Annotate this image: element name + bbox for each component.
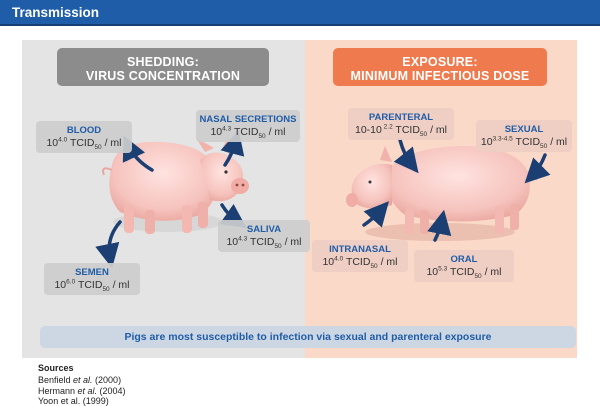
dose-exponent: 4.0 <box>58 136 68 144</box>
dose-unit: TCID <box>77 279 103 291</box>
label-title: SEXUAL <box>504 124 544 135</box>
dose-base: 10 <box>322 256 335 268</box>
dose-base: 10 <box>226 236 239 248</box>
label-nasal-secretions: NASAL SECRETIONS 104.3 TCID50 / ml <box>196 110 300 142</box>
label-blood: BLOOD 104.0 TCID50 / ml <box>36 121 132 153</box>
source-item: Yoon et al. (1999) <box>38 396 109 406</box>
dose-exponent: 5.3 <box>438 265 448 273</box>
exposure-title-line1: EXPOSURE: <box>402 55 478 69</box>
source-item: Hermann et al. (2004) <box>38 386 126 396</box>
source-etal: et al. <box>73 375 93 385</box>
sources-title: Sources <box>38 363 74 373</box>
label-title: PARENTERAL <box>368 112 434 123</box>
source-author: Hermann <box>38 386 78 396</box>
source-year: (2000) <box>92 375 122 385</box>
dose-base: 10 <box>210 126 223 138</box>
label-title: INTRANASAL <box>329 244 391 255</box>
label-saliva: SALIVA 104.3 TCID50 / ml <box>218 220 310 252</box>
curved-arrow-icon <box>95 220 122 269</box>
shedding-header: SHEDDING: VIRUS CONCENTRATION <box>57 48 269 86</box>
source-etal: et al. <box>77 386 98 396</box>
summary-banner: Pigs are most susceptible to infection v… <box>40 326 576 348</box>
dose-per-ml: / ml <box>265 126 286 138</box>
dose-unit: TCID <box>449 266 475 278</box>
dose-base: 10 <box>426 266 439 278</box>
exposure-header: EXPOSURE: MINIMUM INFECTIOUS DOSE <box>333 48 547 86</box>
dose-exponent: 2.2 <box>381 123 393 131</box>
dose-sub: 50 <box>474 273 482 281</box>
source-item: Benfield et al. (2000) <box>38 375 121 385</box>
dose-unit: TCID <box>345 256 371 268</box>
label-oral: ORAL 105.3 TCID50 / ml <box>414 250 514 282</box>
source-author: Benfield <box>38 375 74 385</box>
curved-arrow-icon <box>220 129 245 167</box>
dose-per-ml: / ml <box>481 266 502 278</box>
dose-sub: 50 <box>540 143 548 151</box>
curved-arrow-icon <box>362 201 389 228</box>
source-year: (2004) <box>97 386 126 396</box>
dose-unit: TCID <box>249 236 275 248</box>
dose-per-ml: / ml <box>427 124 447 136</box>
dose-per-ml: / ml <box>101 137 122 149</box>
label-title: SEMEN <box>75 267 109 278</box>
dose-unit: TCID <box>233 126 259 138</box>
dose-exponent: 3.3-4.5 <box>492 135 513 143</box>
dose-per-ml: / ml <box>281 236 302 248</box>
dose-exponent: 4.3 <box>238 235 248 243</box>
source-author: Yoon et al. (1999) <box>38 396 109 406</box>
label-semen: SEMEN 106.0 TCID50 / ml <box>44 263 140 295</box>
dose-per-ml: / ml <box>547 136 568 148</box>
dose-unit: TCID <box>515 136 541 148</box>
dose-sub: 50 <box>370 263 378 271</box>
label-title: ORAL <box>450 254 478 265</box>
pig-standing-image <box>102 136 249 234</box>
shedding-title-line1: SHEDDING: <box>127 55 199 69</box>
dose-sub: 50 <box>419 131 428 139</box>
dose-sub: 50 <box>258 133 266 141</box>
dose-sub: 50 <box>274 243 282 251</box>
label-title: BLOOD <box>66 125 102 136</box>
dose-base: 10-10 <box>354 124 382 136</box>
dose-exponent: 4.0 <box>334 255 344 263</box>
curved-arrow-icon <box>524 153 551 184</box>
dose-unit: TCID <box>69 137 95 149</box>
dose-base: 10 <box>480 136 493 148</box>
dose-base: 10 <box>46 137 59 149</box>
label-title: NASAL SECRETIONS <box>199 114 297 125</box>
dose-exponent: 6.0 <box>66 278 76 286</box>
dose-per-ml: / ml <box>377 256 398 268</box>
dose-sub: 50 <box>94 144 102 152</box>
title-bar: Transmission <box>0 0 600 26</box>
exposure-title-line2: MINIMUM INFECTIOUS DOSE <box>350 69 530 83</box>
dose-per-ml: / ml <box>109 279 130 291</box>
curved-arrow-icon <box>427 209 452 242</box>
curved-arrow-icon <box>393 138 419 174</box>
label-intranasal: INTRANASAL 104.0 TCID50 / ml <box>312 240 408 272</box>
label-sexual: SEXUAL 103.3-4.5 TCID50 / ml <box>476 120 572 152</box>
dose-base: 10 <box>54 279 67 291</box>
dose-exponent: 4.3 <box>222 125 232 133</box>
label-title: SALIVA <box>246 224 282 235</box>
dose-unit: TCID <box>395 124 420 136</box>
page-title: Transmission <box>12 5 100 20</box>
label-parenteral: PARENTERAL 10-10 2.2 TCID50 / ml <box>348 108 454 140</box>
dose-sub: 50 <box>102 286 110 294</box>
shedding-title-line2: VIRUS CONCENTRATION <box>85 69 241 83</box>
